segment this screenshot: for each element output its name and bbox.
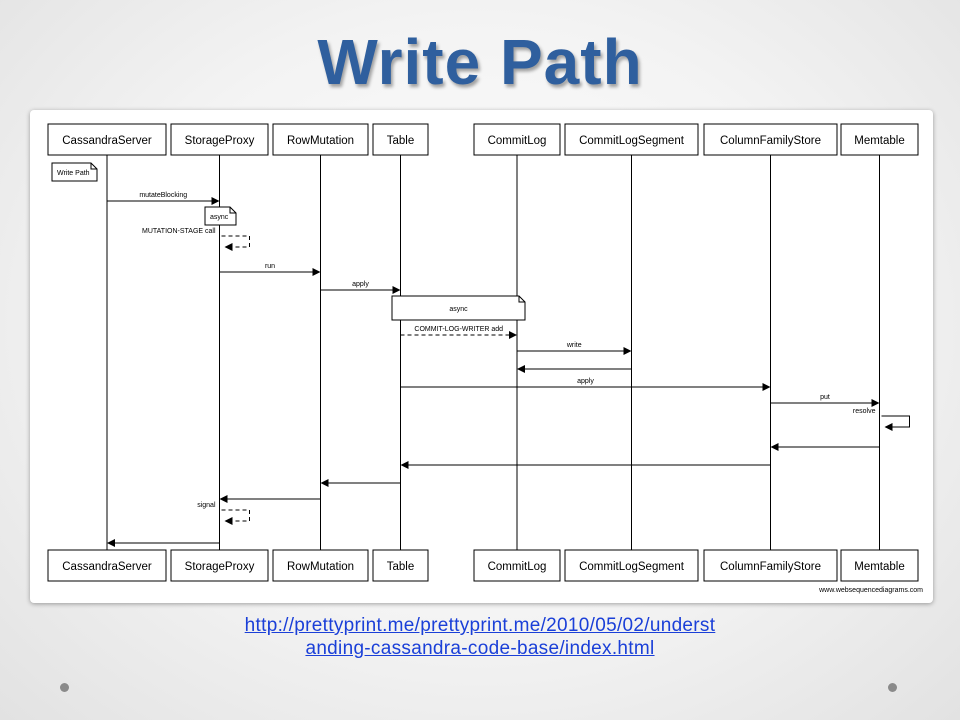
message-run-2-label: run <box>265 263 275 270</box>
participant-label-bottom-commitlog: CommitLog <box>488 561 547 573</box>
participant-box-bottom-rowmutation <box>272 549 369 582</box>
participant-label-top-rowmutation: RowMutation <box>287 135 354 147</box>
participant-label-top-commitlog: CommitLog <box>488 135 547 147</box>
participant-box-top-memtable <box>840 123 919 156</box>
participant-box-bottom-columnfamilystore <box>703 549 838 582</box>
participant-label-top-storageproxy: StorageProxy <box>185 135 255 147</box>
note-async-storageproxy-label: async <box>210 214 229 221</box>
source-link-line-1[interactable]: http://prettyprint.me/prettyprint.me/201… <box>244 615 716 636</box>
participant-box-bottom-storageproxy <box>170 549 269 582</box>
note-async-storageproxy-fold <box>229 207 236 214</box>
participant-label-bottom-columnfamilystore: ColumnFamilyStore <box>720 561 821 573</box>
participant-label-top-cassandraserver: CassandraServer <box>62 135 152 147</box>
participant-label-top-memtable: Memtable <box>854 135 905 147</box>
participant-box-top-cassandraserver <box>47 123 167 156</box>
source-link-line-2[interactable]: anding-cassandra-code-base/index.html <box>305 638 655 659</box>
participant-label-bottom-table: Table <box>387 561 415 573</box>
message-apply-7-label: apply <box>577 378 594 385</box>
participant-label-bottom-commitlogsegment: CommitLogSegment <box>579 561 685 573</box>
participant-box-top-storageproxy <box>170 123 269 156</box>
participant-box-top-commitlogsegment <box>564 123 699 156</box>
note-write-path-fold <box>90 163 97 170</box>
participant-label-bottom-memtable: Memtable <box>854 561 905 573</box>
message-resolve-9-label: resolve <box>853 408 876 415</box>
message-mutateblocking-0-label: mutateBlocking <box>139 192 187 199</box>
participant-box-top-commitlog <box>473 123 561 156</box>
message-signal-14-label: signal <box>197 502 216 509</box>
message-commit-log-writer-add-4-label: COMMIT-LOG-WRITER add <box>414 326 503 333</box>
participant-box-top-columnfamilystore <box>703 123 838 156</box>
note-async-commitlog <box>391 295 526 321</box>
note-async-storageproxy <box>204 206 237 226</box>
right-dot-icon <box>888 683 897 692</box>
participant-label-top-columnfamilystore: ColumnFamilyStore <box>720 135 821 147</box>
participant-label-top-table: Table <box>387 135 415 147</box>
message-write-5-label: write <box>566 342 582 349</box>
message-put-8-label: put <box>820 394 830 401</box>
note-async-commitlog-fold <box>518 296 525 303</box>
message-mutation-stage-call-1 <box>221 235 250 251</box>
slide-title: Write Path <box>317 26 643 98</box>
participant-label-bottom-rowmutation: RowMutation <box>287 561 354 573</box>
source-link[interactable]: http://prettyprint.me/prettyprint.me/201… <box>160 614 800 660</box>
participant-box-bottom-cassandraserver <box>47 549 167 582</box>
left-dot-icon <box>60 683 69 692</box>
watermark: www.websequencediagrams.com <box>818 587 923 594</box>
note-write-path <box>51 162 98 182</box>
note-write-path-label: Write Path <box>57 170 90 177</box>
message-resolve-9 <box>881 415 910 431</box>
message-apply-3-label: apply <box>352 281 369 288</box>
message-mutation-stage-call-1-label: MUTATION-STAGE call <box>142 228 216 235</box>
participant-label-top-commitlogsegment: CommitLogSegment <box>579 135 685 147</box>
participant-box-bottom-commitlog <box>473 549 561 582</box>
participant-box-top-rowmutation <box>272 123 369 156</box>
participant-box-bottom-memtable <box>840 549 919 582</box>
message-signal-14 <box>221 509 250 525</box>
participant-label-bottom-cassandraserver: CassandraServer <box>62 561 152 573</box>
participant-label-bottom-storageproxy: StorageProxy <box>185 561 255 573</box>
participant-box-bottom-commitlogsegment <box>564 549 699 582</box>
participant-box-top-table <box>372 123 429 156</box>
note-async-commitlog-label: async <box>449 306 468 313</box>
participant-box-bottom-table <box>372 549 429 582</box>
